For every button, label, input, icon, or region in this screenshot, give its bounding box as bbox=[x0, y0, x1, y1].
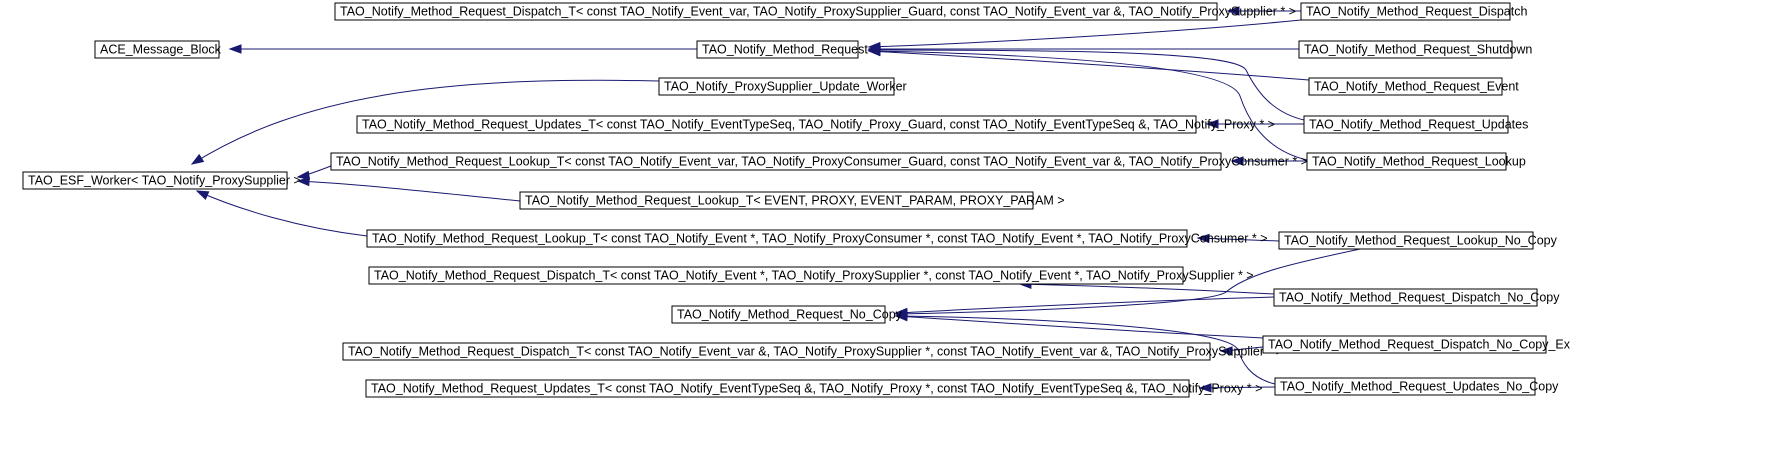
node-method-request[interactable]: TAO_Notify_Method_Request bbox=[696, 40, 868, 59]
svg-text:ACE_Message_Block: ACE_Message_Block bbox=[100, 42, 222, 56]
inheritance-edge-line bbox=[191, 79, 660, 165]
inheritance-arrowhead bbox=[1196, 233, 1210, 244]
node-method-request-shutdown[interactable]: TAO_Notify_Method_Request_Shutdown bbox=[1298, 40, 1532, 59]
node-method-request-no-copy[interactable]: TAO_Notify_Method_Request_No_Copy bbox=[671, 305, 903, 324]
inheritance-edge-line bbox=[196, 190, 368, 237]
inheritance-edge-method-request-dispatch-to-dispatch-t-var bbox=[1226, 6, 1301, 16]
svg-text:TAO_Notify_Method_Request_Disp: TAO_Notify_Method_Request_Dispatch_T< co… bbox=[340, 4, 1296, 18]
svg-text:TAO_Notify_Method_Request_Disp: TAO_Notify_Method_Request_Dispatch_No_Co… bbox=[1268, 337, 1571, 351]
svg-text:TAO_Notify_Method_Request_No_C: TAO_Notify_Method_Request_No_Copy bbox=[677, 307, 903, 321]
node-method-request-lookup[interactable]: TAO_Notify_Method_Request_Lookup bbox=[1306, 152, 1526, 171]
inheritance-edge-dispatch-no-copy-to-method-request-no-copy bbox=[894, 296, 1275, 318]
svg-text:TAO_Notify_ProxySupplier_Updat: TAO_Notify_ProxySupplier_Update_Worker bbox=[664, 79, 907, 93]
inheritance-edge-lookup-t-generic-to-esf-worker bbox=[296, 176, 521, 202]
inheritance-edge-line bbox=[868, 49, 1305, 121]
inheritance-edge-line bbox=[895, 248, 1361, 315]
svg-text:TAO_Notify_Method_Request_Disp: TAO_Notify_Method_Request_Dispatch bbox=[1306, 4, 1527, 18]
svg-text:TAO_Notify_Method_Request_Look: TAO_Notify_Method_Request_Lookup_T< cons… bbox=[372, 231, 1268, 245]
node-updates-t-seq[interactable]: TAO_Notify_Method_Request_Updates_T< con… bbox=[356, 115, 1275, 134]
svg-text:TAO_Notify_Method_Request_Disp: TAO_Notify_Method_Request_Dispatch_T< co… bbox=[374, 268, 1254, 282]
inheritance-edge-line bbox=[868, 50, 1310, 81]
svg-text:TAO_Notify_Method_Request_Shut: TAO_Notify_Method_Request_Shutdown bbox=[1304, 42, 1532, 56]
inheritance-edge-method-request-to-ace-message-block bbox=[228, 44, 697, 54]
nodes-layer: ACE_Message_Block TAO_ESF_Worker< TAO_No… bbox=[22, 2, 1571, 398]
inheritance-arrowhead bbox=[1219, 346, 1233, 356]
svg-text:TAO_ESF_Worker< TAO_Notify_Pro: TAO_ESF_Worker< TAO_Notify_ProxySupplier… bbox=[28, 173, 301, 187]
node-lookup-t-ptr[interactable]: TAO_Notify_Method_Request_Lookup_T< cons… bbox=[366, 229, 1268, 248]
inheritance-edge-line bbox=[895, 315, 1264, 339]
inheritance-arrowhead bbox=[296, 176, 310, 187]
inheritance-edge-updates-no-copy-to-method-request-no-copy bbox=[894, 311, 1276, 385]
inheritance-arrowhead bbox=[195, 190, 210, 200]
node-method-request-updates[interactable]: TAO_Notify_Method_Request_Updates bbox=[1303, 115, 1528, 134]
inheritance-arrowhead bbox=[1226, 6, 1240, 16]
node-dispatch-no-copy-ex[interactable]: TAO_Notify_Method_Request_Dispatch_No_Co… bbox=[1262, 335, 1571, 354]
inheritance-edge-line bbox=[1019, 283, 1275, 295]
inheritance-arrowhead bbox=[1198, 383, 1212, 393]
inheritance-arrowhead bbox=[190, 153, 205, 165]
node-dispatch-t-var[interactable]: TAO_Notify_Method_Request_Dispatch_T< co… bbox=[334, 2, 1296, 21]
inheritance-arrowhead bbox=[1205, 119, 1219, 129]
inheritance-edge-method-request-updates-to-method-request bbox=[867, 45, 1305, 121]
node-method-request-event[interactable]: TAO_Notify_Method_Request_Event bbox=[1308, 77, 1519, 96]
inheritance-edge-dispatch-no-copy-ex-to-dispatch-t-ref bbox=[1219, 346, 1264, 356]
inheritance-arrowhead bbox=[296, 170, 311, 181]
node-dispatch-t-ref[interactable]: TAO_Notify_Method_Request_Dispatch_T< co… bbox=[342, 342, 1283, 361]
inheritance-edge-lookup-t-ptr-to-esf-worker bbox=[195, 190, 368, 237]
node-updates-t-ref[interactable]: TAO_Notify_Method_Request_Updates_T< con… bbox=[365, 379, 1262, 398]
svg-text:TAO_Notify_Method_Request: TAO_Notify_Method_Request bbox=[702, 42, 868, 56]
inheritance-arrowhead bbox=[1230, 156, 1244, 166]
inheritance-edge-method-request-lookup-to-method-request bbox=[867, 46, 1308, 161]
svg-text:TAO_Notify_Method_Request_Upda: TAO_Notify_Method_Request_Updates_T< con… bbox=[362, 117, 1275, 131]
inheritance-edge-dispatch-no-copy-ex-to-method-request-no-copy bbox=[894, 312, 1264, 339]
svg-text:TAO_Notify_Method_Request_Upda: TAO_Notify_Method_Request_Updates bbox=[1309, 117, 1528, 131]
inheritance-edge-updates-no-copy-to-updates-t-ref bbox=[1198, 383, 1276, 393]
inheritance-arrowhead bbox=[867, 46, 881, 56]
svg-text:TAO_Notify_Method_Request_Even: TAO_Notify_Method_Request_Event bbox=[1314, 79, 1519, 93]
node-lookup-t-generic[interactable]: TAO_Notify_Method_Request_Lookup_T< EVEN… bbox=[519, 191, 1065, 210]
node-dispatch-no-copy[interactable]: TAO_Notify_Method_Request_Dispatch_No_Co… bbox=[1273, 288, 1560, 307]
inheritance-edge-lookup-no-copy-to-lookup-t-ptr bbox=[1196, 233, 1280, 244]
svg-text:TAO_Notify_Method_Request_Upda: TAO_Notify_Method_Request_Updates_No_Cop… bbox=[1280, 379, 1559, 393]
inheritance-edge-line bbox=[297, 180, 521, 202]
inheritance-edge-proxysupplier-update-worker-to-esf-worker bbox=[190, 79, 660, 165]
node-ace-message-block[interactable]: ACE_Message_Block bbox=[94, 40, 222, 59]
node-lookup-no-copy[interactable]: TAO_Notify_Method_Request_Lookup_No_Copy bbox=[1278, 231, 1558, 250]
svg-text:TAO_Notify_Method_Request_Disp: TAO_Notify_Method_Request_Dispatch_No_Co… bbox=[1279, 290, 1560, 304]
edges-layer bbox=[190, 6, 1361, 393]
inheritance-edge-line bbox=[868, 19, 1302, 48]
node-proxysupplier-update-worker[interactable]: TAO_Notify_ProxySupplier_Update_Worker bbox=[658, 77, 907, 96]
node-method-request-dispatch[interactable]: TAO_Notify_Method_Request_Dispatch bbox=[1300, 2, 1527, 21]
inheritance-edge-line bbox=[895, 296, 1275, 314]
svg-text:TAO_Notify_Method_Request_Upda: TAO_Notify_Method_Request_Updates_T< con… bbox=[371, 381, 1262, 395]
inheritance-arrowhead bbox=[228, 44, 242, 54]
inheritance-edge-method-request-dispatch-to-method-request bbox=[867, 19, 1302, 52]
svg-text:TAO_Notify_Method_Request_Look: TAO_Notify_Method_Request_Lookup_T< EVEN… bbox=[525, 193, 1065, 207]
inheritance-edge-line bbox=[1199, 386, 1276, 389]
inheritance-arrowhead bbox=[894, 311, 908, 321]
node-updates-no-copy[interactable]: TAO_Notify_Method_Request_Updates_No_Cop… bbox=[1274, 377, 1559, 396]
svg-text:TAO_Notify_Method_Request_Look: TAO_Notify_Method_Request_Lookup_T< cons… bbox=[336, 154, 1308, 168]
inheritance-edge-line bbox=[868, 50, 1308, 161]
svg-text:TAO_Notify_Method_Request_Look: TAO_Notify_Method_Request_Lookup_No_Copy bbox=[1284, 233, 1558, 247]
inheritance-edge-line bbox=[895, 315, 1276, 385]
node-dispatch-t-ptr[interactable]: TAO_Notify_Method_Request_Dispatch_T< co… bbox=[368, 266, 1254, 285]
node-esf-worker[interactable]: TAO_ESF_Worker< TAO_Notify_ProxySupplier… bbox=[22, 171, 301, 190]
inheritance-edge-method-request-lookup-to-lookup-t-var bbox=[1230, 156, 1307, 166]
inheritance-edge-method-request-updates-to-updates-t-seq bbox=[1205, 119, 1304, 129]
svg-text:TAO_Notify_Method_Request_Disp: TAO_Notify_Method_Request_Dispatch_T< co… bbox=[348, 344, 1283, 358]
svg-text:TAO_Notify_Method_Request_Look: TAO_Notify_Method_Request_Lookup bbox=[1312, 154, 1526, 168]
inheritance-edge-line bbox=[1197, 237, 1280, 242]
node-lookup-t-var[interactable]: TAO_Notify_Method_Request_Lookup_T< cons… bbox=[330, 152, 1308, 171]
inheritance-edge-lookup-t-var-to-esf-worker bbox=[296, 165, 332, 181]
